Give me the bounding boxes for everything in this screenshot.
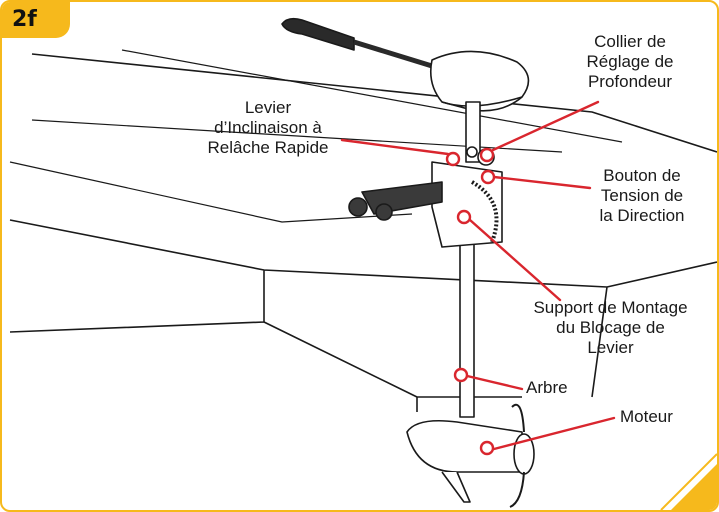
bracket-marker: [456, 209, 472, 225]
mount-bracket: [348, 146, 503, 248]
collar-leader: [491, 100, 600, 152]
label-depth-collar: Collier de Réglage de Profondeur: [586, 32, 674, 91]
step-badge: 2f: [2, 2, 70, 38]
bracket-leader: [468, 218, 562, 302]
label-steering-tension: Bouton de Tension de la Direction: [599, 166, 685, 225]
shaft-leader: [461, 373, 524, 391]
lever-leader: [340, 138, 450, 156]
label-shaft: Arbre: [526, 378, 568, 397]
label-tilt-lever: Levier d’Inclinaison à Relâche Rapide: [207, 98, 329, 157]
collar-marker: [479, 147, 495, 163]
callout-lines: [340, 100, 616, 451]
shaft-marker: [453, 367, 469, 383]
tiller-handle: [281, 17, 530, 112]
lever-marker: [445, 151, 461, 167]
motor-marker: [479, 440, 495, 456]
motor-unit: [406, 403, 535, 508]
boat-hull: [9, 53, 717, 412]
tension-leader: [492, 175, 592, 190]
callout-markers: [445, 147, 496, 456]
page-corner-decoration: [660, 453, 717, 510]
label-motor: Moteur: [620, 407, 673, 426]
motor-leader: [492, 416, 616, 451]
tension-marker: [480, 169, 496, 185]
label-mount-bracket: Support de Montage du Blocage de Levier: [533, 298, 688, 357]
